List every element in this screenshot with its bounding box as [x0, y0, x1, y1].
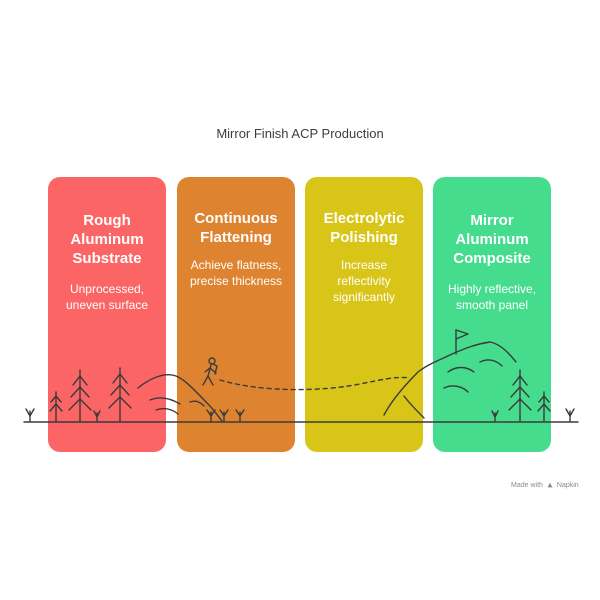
stage-title: Rough Aluminum Substrate [70, 212, 144, 267]
napkin-logo-icon [547, 482, 553, 488]
stage-title: Mirror Aluminum Composite [453, 212, 531, 267]
page-title: Mirror Finish ACP Production [216, 126, 384, 141]
stage-card-rough-substrate: Rough Aluminum Substrate Unprocessed, un… [48, 177, 166, 452]
stage-description: Highly reflective, smooth panel [447, 282, 537, 312]
footer-brand: Napkin [556, 481, 579, 489]
stage-description: Unprocessed, uneven surface [65, 282, 149, 312]
stage-title: Continuous Flattening [194, 210, 278, 246]
stage-description: Increase reflectivity significantly [332, 258, 396, 304]
stage-card-electrolytic-polishing: Electrolytic Polishing Increase reflecti… [305, 177, 423, 452]
footer-made-with: Made with [511, 481, 543, 489]
footer-credit: Made with Napkin [511, 481, 579, 489]
stage-card-mirror-composite: Mirror Aluminum Composite Highly reflect… [433, 177, 551, 452]
stage-card-continuous-flattening: Continuous Flattening Achieve flatness, … [177, 177, 295, 452]
stage-description: Achieve flatness, precise thickness [189, 258, 283, 288]
stage-title: Electrolytic Polishing [323, 210, 405, 246]
